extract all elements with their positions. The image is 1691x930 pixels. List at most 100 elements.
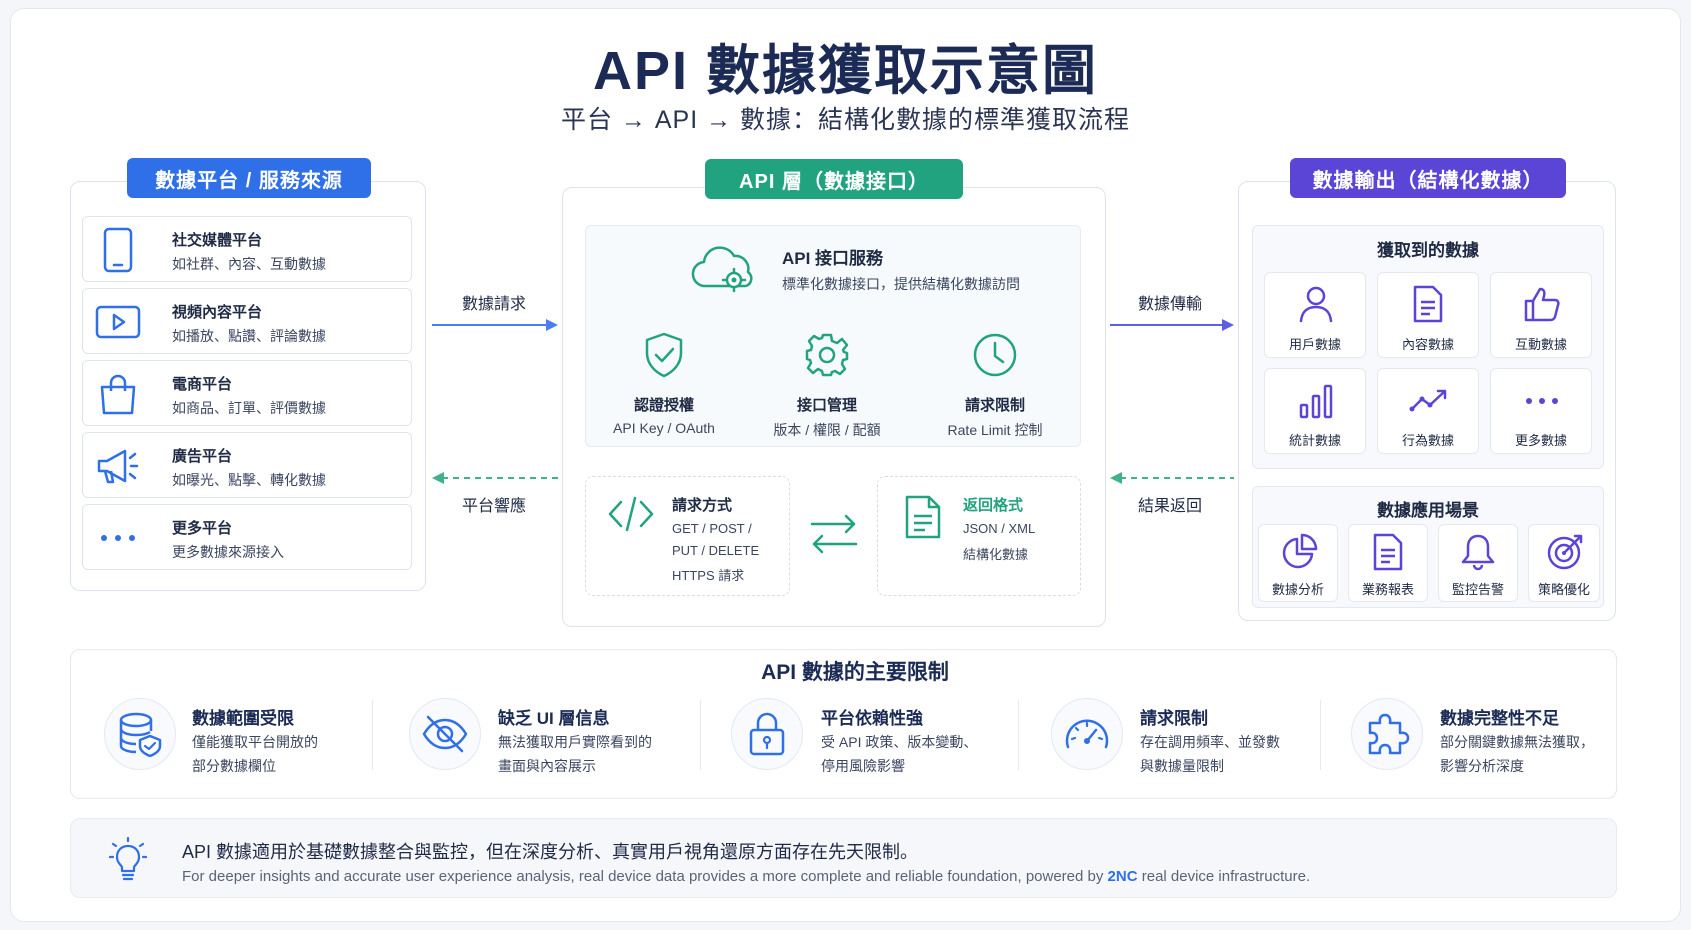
bell-icon <box>1460 533 1496 571</box>
limit-title: 平台依賴性強 <box>821 709 923 728</box>
limit-desc-line: 存在調用頻率、並發數 <box>1140 734 1280 750</box>
user-icon <box>1298 285 1334 323</box>
feature-desc: 版本 / 權限 / 配額 <box>773 422 881 438</box>
limit-desc-line: 影響分析深度 <box>1440 758 1524 774</box>
transfer-arrow <box>1110 319 1234 331</box>
data-type-user[interactable]: 用戶數據 <box>1264 272 1366 358</box>
source-panel-header: 數據平台 / 服務來源 <box>127 158 371 198</box>
footer-note <box>70 818 1617 898</box>
data-type-content[interactable]: 內容數據 <box>1377 272 1479 358</box>
footer-line-2: For deeper insights and accurate user ex… <box>182 868 1310 885</box>
data-type-label: 內容數據 <box>1401 337 1454 352</box>
scenario-alert[interactable]: 監控告警 <box>1438 524 1518 602</box>
limit-desc-line: 僅能獲取平台開放的 <box>192 734 318 750</box>
lightbulb-icon <box>108 836 148 884</box>
shopping-bag-icon <box>95 371 141 417</box>
source-item-ecommerce[interactable]: 電商平台 如商品、訂單、評價數據 <box>82 360 412 426</box>
return-format-title: 返回格式 <box>963 497 1024 514</box>
feature-title: 認證授權 <box>633 397 694 414</box>
lock-icon <box>749 712 785 756</box>
gauge-icon <box>1065 719 1109 749</box>
source-item-desc: 如社群、內容、互動數據 <box>172 256 326 272</box>
acquired-data-title: 獲取到的數據 <box>1377 241 1479 260</box>
request-method-title: 請求方式 <box>672 497 733 514</box>
shield-check-icon <box>642 331 686 379</box>
megaphone-icon <box>95 443 141 489</box>
report-icon <box>1372 533 1404 571</box>
page-title: API 數據獲取示意圖 <box>592 41 1099 101</box>
response-arrow <box>432 472 558 484</box>
data-type-label: 用戶數據 <box>1288 337 1341 352</box>
flow-label-result: 結果返回 <box>1138 498 1203 515</box>
data-type-label: 行為數據 <box>1401 433 1454 448</box>
data-type-label: 統計數據 <box>1288 433 1341 448</box>
eye-off-icon <box>422 715 468 753</box>
cloud-gear-icon <box>690 242 760 298</box>
divider <box>1320 700 1321 770</box>
api-layer-header: API 層（數據接口） <box>705 159 963 199</box>
scenario-analysis[interactable]: 數據分析 <box>1258 524 1338 602</box>
scenario-strategy[interactable]: 策略優化 <box>1528 524 1600 602</box>
feature-title: 接口管理 <box>796 397 857 414</box>
scenario-report[interactable]: 業務報表 <box>1348 524 1428 602</box>
brand-name: 2NC <box>1107 868 1138 885</box>
return-format-line: JSON / XML <box>963 521 1036 536</box>
target-icon <box>1546 533 1584 571</box>
limit-desc-line: 與數據量限制 <box>1140 758 1224 774</box>
source-item-desc: 如曝光、點擊、轉化數據 <box>172 472 326 488</box>
api-service-title: API 接口服務 <box>782 249 884 268</box>
limit-desc-line: 畫面與內容展示 <box>498 758 596 774</box>
more-dots-icon <box>95 515 141 561</box>
source-item-title: 廣告平台 <box>172 448 233 465</box>
feature-title: 請求限制 <box>964 397 1025 414</box>
clock-icon <box>971 331 1019 379</box>
footer-line-2-end: real device infrastructure. <box>1137 868 1311 885</box>
divider <box>372 700 373 770</box>
data-type-more[interactable]: 更多數據 <box>1490 368 1592 454</box>
trend-line-icon <box>1409 387 1449 415</box>
limits-title: API 數據的主要限制 <box>761 661 949 684</box>
video-play-icon <box>95 299 141 345</box>
divider <box>1018 700 1019 770</box>
limit-icon-wrap <box>731 698 803 770</box>
limit-icon-wrap <box>104 698 176 770</box>
data-type-stats[interactable]: 統計數據 <box>1264 368 1366 454</box>
source-item-social[interactable]: 社交媒體平台 如社群、內容、互動數據 <box>82 216 412 282</box>
request-method-line: PUT / DELETE <box>672 543 760 558</box>
scenario-label: 監控告警 <box>1451 582 1504 597</box>
limit-desc-line: 無法獲取用戶實際看到的 <box>498 734 652 750</box>
pie-chart-icon <box>1280 533 1318 571</box>
scenarios-title: 數據應用場景 <box>1377 501 1479 520</box>
request-method-card <box>585 476 790 596</box>
source-item-desc: 更多數據來源接入 <box>172 544 284 560</box>
source-item-title: 社交媒體平台 <box>172 232 263 249</box>
api-service-desc: 標準化數據接口，提供結構化數據訪問 <box>782 276 1020 292</box>
data-type-label: 更多數據 <box>1514 433 1567 448</box>
source-item-desc: 如播放、點讚、評論數據 <box>172 328 326 344</box>
data-type-interaction[interactable]: 互動數據 <box>1490 272 1592 358</box>
scenario-label: 數據分析 <box>1271 582 1324 597</box>
result-arrow <box>1110 472 1234 484</box>
flow-label-transfer: 數據傳輸 <box>1138 296 1203 313</box>
scenario-label: 業務報表 <box>1361 582 1414 597</box>
request-method-line: HTTPS 請求 <box>672 568 745 583</box>
limit-icon-wrap <box>409 698 481 770</box>
source-item-video[interactable]: 視頻內容平台 如播放、點讚、評論數據 <box>82 288 412 354</box>
bar-chart-icon <box>1298 383 1334 419</box>
limit-title: 缺乏 UI 層信息 <box>498 709 610 728</box>
source-item-ads[interactable]: 廣告平台 如曝光、點擊、轉化數據 <box>82 432 412 498</box>
limit-title: 數據完整性不足 <box>1440 709 1559 728</box>
source-item-title: 視頻內容平台 <box>172 304 263 321</box>
limit-desc-line: 部分關鍵數據無法獲取， <box>1440 734 1594 750</box>
limit-icon-wrap <box>1051 698 1123 770</box>
footer-line-1: API 數據適用於基礎數據整合與監控，但在深度分析、真實用戶視角還原方面存在先天… <box>182 842 919 862</box>
source-item-desc: 如商品、訂單、評價數據 <box>172 400 326 416</box>
data-type-behavior[interactable]: 行為數據 <box>1377 368 1479 454</box>
code-icon <box>607 494 655 534</box>
source-item-more[interactable]: 更多平台 更多數據來源接入 <box>82 504 412 570</box>
thumbs-up-icon <box>1523 285 1561 323</box>
scenario-label: 策略優化 <box>1537 582 1590 597</box>
flow-label-response: 平台響應 <box>462 498 527 515</box>
flow-label-request: 數據請求 <box>462 296 527 313</box>
feature-desc: Rate Limit 控制 <box>947 422 1043 438</box>
